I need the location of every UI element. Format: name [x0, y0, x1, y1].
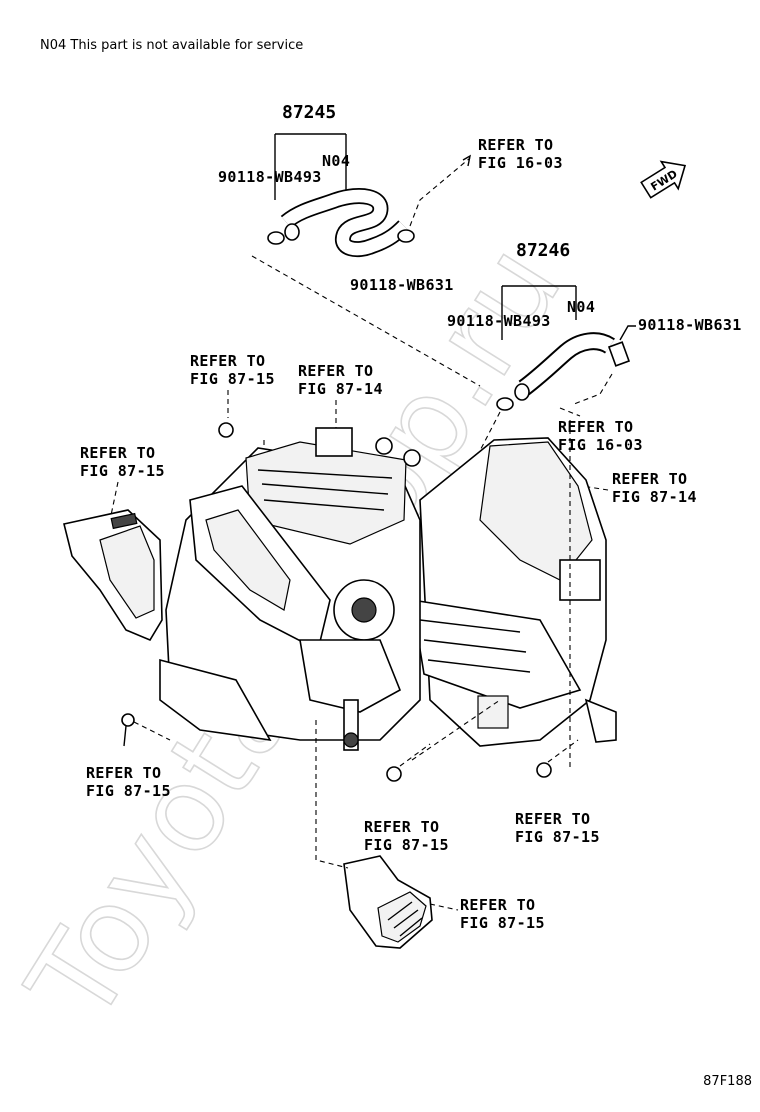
lower-duct	[159, 658, 272, 742]
refer-label: REFER TO	[298, 362, 373, 380]
figure-id: 87F188	[703, 1074, 752, 1089]
filter-housing	[411, 599, 582, 709]
refer-fig: FIG 87-14	[612, 488, 697, 506]
clamp-right	[607, 341, 631, 367]
hose-end-left	[514, 383, 530, 401]
refer-label: REFER TO	[478, 136, 553, 154]
n04-label: N04	[567, 298, 595, 316]
hose-assembly-87245: 87245 N04 90118-WB493 90118-WB631	[218, 102, 481, 387]
hose-end-left	[284, 223, 300, 241]
clamp-right	[397, 229, 415, 243]
screw-icon	[218, 422, 234, 438]
forward-arrow-icon: FWD	[640, 160, 687, 199]
bottom-vent-part	[343, 855, 433, 949]
clamp-label-wb631: 90118-WB631	[350, 276, 454, 294]
refer-fig: FIG 87-15	[190, 370, 275, 388]
refer-fig: FIG 87-15	[86, 782, 171, 800]
refer-fig: FIG 87-15	[460, 914, 545, 932]
hose-assembly-87246: 87246 N04 90118-WB493 90118-WB631	[447, 240, 742, 471]
part-number-87246: 87246	[516, 240, 570, 261]
part-number-87245: 87245	[282, 102, 336, 123]
clamp-left	[267, 231, 285, 245]
refer-label: REFER TO	[86, 764, 161, 782]
nut-icon	[536, 762, 552, 778]
clamp-label-wb493: 90118-WB493	[447, 312, 551, 330]
bolt-icon	[121, 713, 135, 727]
refer-fig: FIG 16-03	[478, 154, 563, 172]
refer-label: REFER TO	[612, 470, 687, 488]
refer-label: REFER TO	[80, 444, 155, 462]
clamp-label-wb493: 90118-WB493	[218, 168, 322, 186]
refer-label: REFER TO	[364, 818, 439, 836]
arrow-to-fig-16-03	[462, 154, 471, 167]
refer-label: REFER TO	[190, 352, 265, 370]
refer-fig: FIG 87-14	[298, 380, 383, 398]
clamp-label-wb631: 90118-WB631	[638, 316, 742, 334]
bracket-lines	[274, 133, 347, 200]
refer-label: REFER TO	[515, 810, 590, 828]
heater-unit-assembly	[159, 427, 617, 751]
refer-fig: FIG 87-15	[364, 836, 449, 854]
bracket-lines	[501, 285, 577, 340]
refer-fig: FIG 87-15	[515, 828, 600, 846]
refer-label: REFER TO	[558, 418, 633, 436]
n04-label: N04	[322, 152, 350, 170]
nut-icon	[386, 766, 402, 782]
side-duct-part	[63, 509, 163, 642]
clamp-left	[496, 397, 514, 411]
refer-label: REFER TO	[460, 896, 535, 914]
refer-fig: FIG 16-03	[558, 436, 643, 454]
service-note: N04 This part is not available for servi…	[40, 38, 304, 53]
refer-fig: FIG 87-15	[80, 462, 165, 480]
